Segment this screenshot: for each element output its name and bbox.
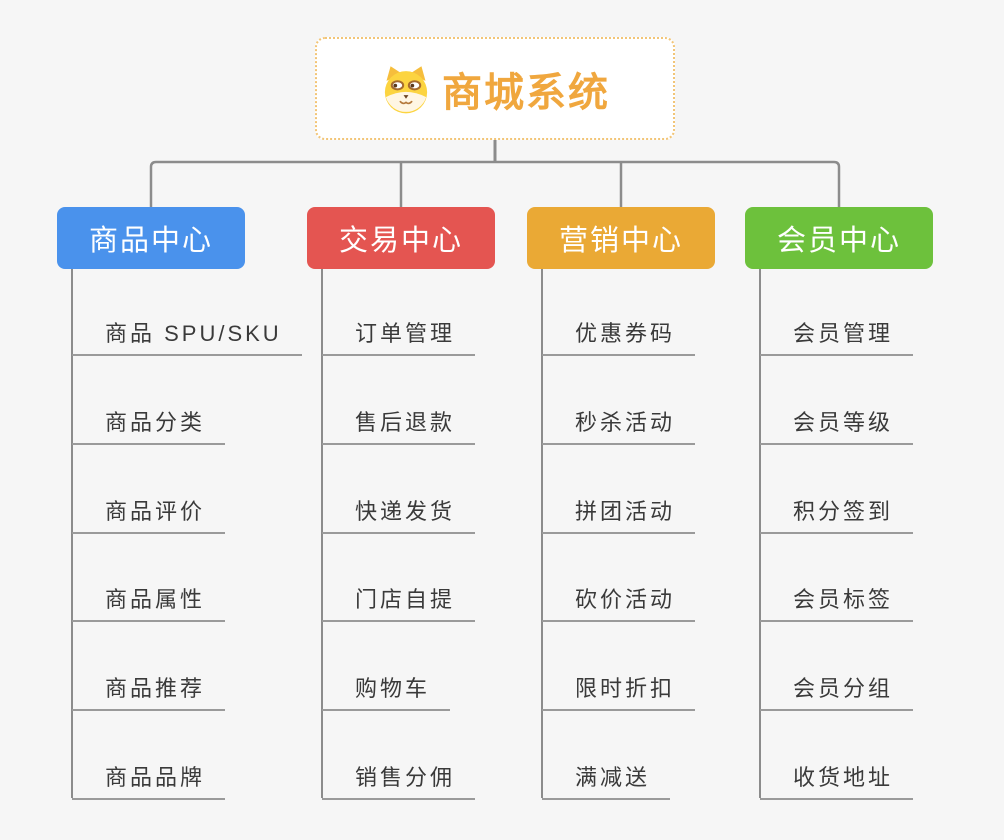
leaf-item[interactable]: 商品评价	[72, 494, 226, 534]
leaf-item[interactable]: 销售分佣	[322, 760, 476, 800]
leaf-item[interactable]: 限时折扣	[542, 671, 696, 711]
leaf-item[interactable]: 满减送	[542, 760, 671, 800]
leaf-item[interactable]: 门店自提	[322, 582, 476, 622]
leaf-item[interactable]: 商品 SPU/SKU	[72, 316, 302, 356]
branch-node-4[interactable]: 会员中心	[745, 207, 933, 269]
root-title: 商城系统	[442, 70, 610, 115]
branch-label: 会员中心	[776, 225, 901, 257]
leaf-item[interactable]: 拼团活动	[542, 494, 696, 534]
leaf-item[interactable]: 砍价活动	[542, 582, 696, 622]
branch-node-1[interactable]: 商品中心	[57, 207, 245, 269]
leaf-item[interactable]: 收货地址	[760, 760, 914, 800]
leaf-item[interactable]: 购物车	[322, 671, 451, 711]
leaf-item[interactable]: 商品推荐	[72, 671, 226, 711]
leaf-item[interactable]: 商品分类	[72, 405, 226, 445]
branch-label: 交易中心	[338, 225, 463, 257]
leaf-item[interactable]: 商品品牌	[72, 760, 226, 800]
branch-label: 商品中心	[88, 225, 213, 257]
root-node[interactable]: 商城系统	[315, 37, 675, 140]
leaf-item[interactable]: 秒杀活动	[542, 405, 696, 445]
leaf-item[interactable]: 会员管理	[760, 316, 914, 356]
leaf-item[interactable]: 会员分组	[760, 671, 914, 711]
dog-face-icon	[384, 65, 428, 113]
leaf-item[interactable]: 订单管理	[322, 316, 476, 356]
leaf-item[interactable]: 会员等级	[760, 405, 914, 445]
leaf-item[interactable]: 优惠券码	[542, 316, 696, 356]
branch-node-3[interactable]: 营销中心	[527, 207, 715, 269]
branch-label: 营销中心	[558, 225, 683, 257]
leaf-item[interactable]: 商品属性	[72, 582, 226, 622]
leaf-item[interactable]: 会员标签	[760, 582, 914, 622]
leaf-item[interactable]: 积分签到	[760, 494, 914, 534]
leaf-item[interactable]: 快递发货	[322, 494, 476, 534]
branch-node-2[interactable]: 交易中心	[307, 207, 495, 269]
leaf-item[interactable]: 售后退款	[322, 405, 476, 445]
